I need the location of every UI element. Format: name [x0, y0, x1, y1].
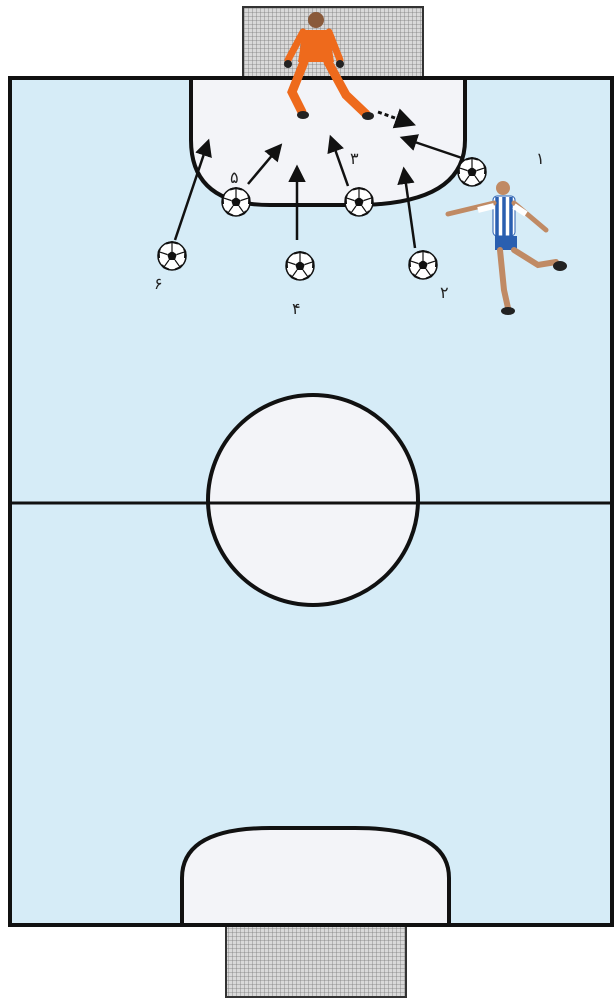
- label-five: ۵: [230, 168, 239, 187]
- center-circle: [208, 395, 418, 605]
- ball-1: [458, 158, 486, 186]
- label-six: ۶: [154, 274, 163, 293]
- bottom-goal-net: [226, 925, 406, 997]
- label-three: ۳: [350, 149, 359, 168]
- label-four: ۴: [292, 299, 301, 318]
- ball-5: [222, 188, 250, 216]
- bottom-penalty-area: [182, 828, 449, 925]
- ball-4: [286, 252, 314, 280]
- ball-6: [158, 242, 186, 270]
- label-one: ۱: [536, 149, 545, 168]
- ball-2: [409, 251, 437, 279]
- ball-3: [345, 188, 373, 216]
- label-two: ۲: [440, 283, 449, 302]
